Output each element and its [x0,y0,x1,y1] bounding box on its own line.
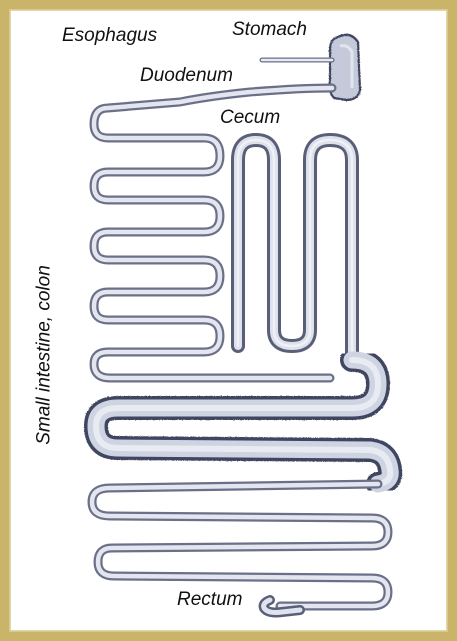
esophagus-label: Esophagus [62,26,157,45]
duodenum-label: Duodenum [140,66,233,85]
stomach-label: Stomach [232,20,307,39]
small-intestine-colon-label: Small intestine, colon [35,265,54,445]
cecum-label: Cecum [220,108,280,127]
colon-lower-loops [92,484,388,606]
small-intestine-tube [94,88,332,378]
cecum-loops [238,140,352,360]
rectum-label: Rectum [177,590,242,609]
